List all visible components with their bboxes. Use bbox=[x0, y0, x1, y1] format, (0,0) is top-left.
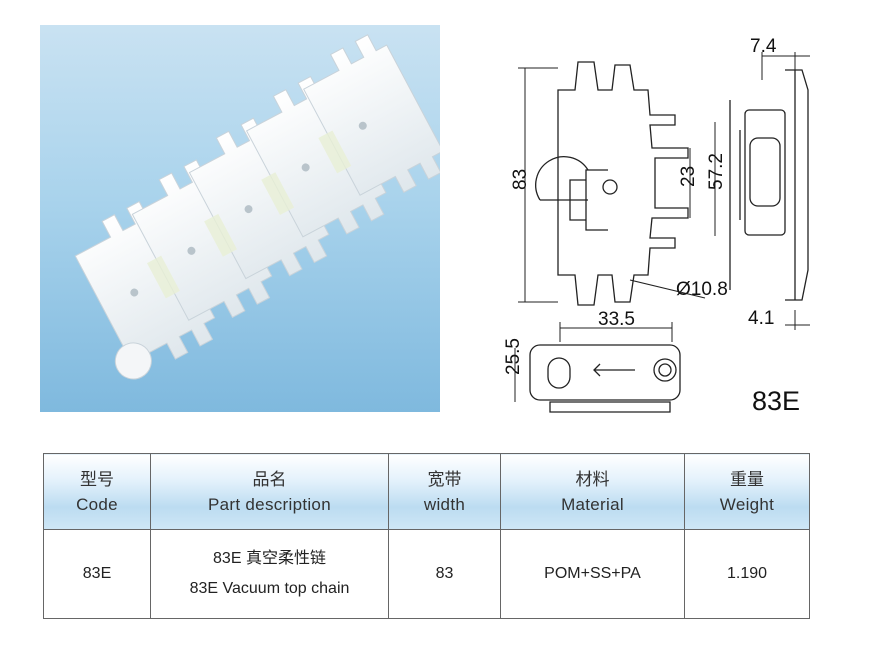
header-width: 宽带 width bbox=[388, 453, 501, 530]
cell-weight: 1.190 bbox=[684, 529, 810, 619]
spec-table: 型号 Code 品名 Part description 宽带 width 材料 … bbox=[43, 453, 810, 619]
cell-code: 83E bbox=[43, 529, 151, 619]
table-row: 83E 83E 真空柔性链 83E Vacuum top chain 83 PO… bbox=[43, 529, 810, 619]
product-photo bbox=[40, 25, 440, 412]
dim-25-5: 25.5 bbox=[503, 338, 524, 375]
cell-description: 83E 真空柔性链 83E Vacuum top chain bbox=[150, 529, 389, 619]
dim-23: 23 bbox=[678, 166, 699, 187]
header-description: 品名 Part description bbox=[150, 453, 389, 530]
cell-width: 83 bbox=[388, 529, 501, 619]
table-header-row: 型号 Code 品名 Part description 宽带 width 材料 … bbox=[43, 453, 810, 530]
dim-83: 83 bbox=[510, 169, 531, 190]
technical-drawing: 7.4 83 23 57.2 Ø10.8 4.1 33.5 25.5 83E bbox=[490, 30, 835, 430]
description-en: 83E Vacuum top chain bbox=[189, 580, 350, 597]
dim-33-5: 33.5 bbox=[598, 309, 635, 330]
chain-illustration bbox=[74, 34, 440, 380]
dim-7-4: 7.4 bbox=[750, 36, 777, 57]
dim-4-1: 4.1 bbox=[748, 308, 774, 329]
dimension-labels: 7.4 83 23 57.2 Ø10.8 4.1 33.5 25.5 bbox=[503, 36, 777, 375]
header-code: 型号 Code bbox=[43, 453, 151, 530]
dim-57-2: 57.2 bbox=[706, 153, 727, 190]
header-material: 材料 Material bbox=[500, 453, 685, 530]
model-label: 83E bbox=[752, 386, 800, 416]
cell-material: POM+SS+PA bbox=[500, 529, 685, 619]
header-weight: 重量 Weight bbox=[684, 453, 810, 530]
description-zh: 83E 真空柔性链 bbox=[213, 550, 326, 567]
dim-10-8: Ø10.8 bbox=[676, 279, 728, 300]
